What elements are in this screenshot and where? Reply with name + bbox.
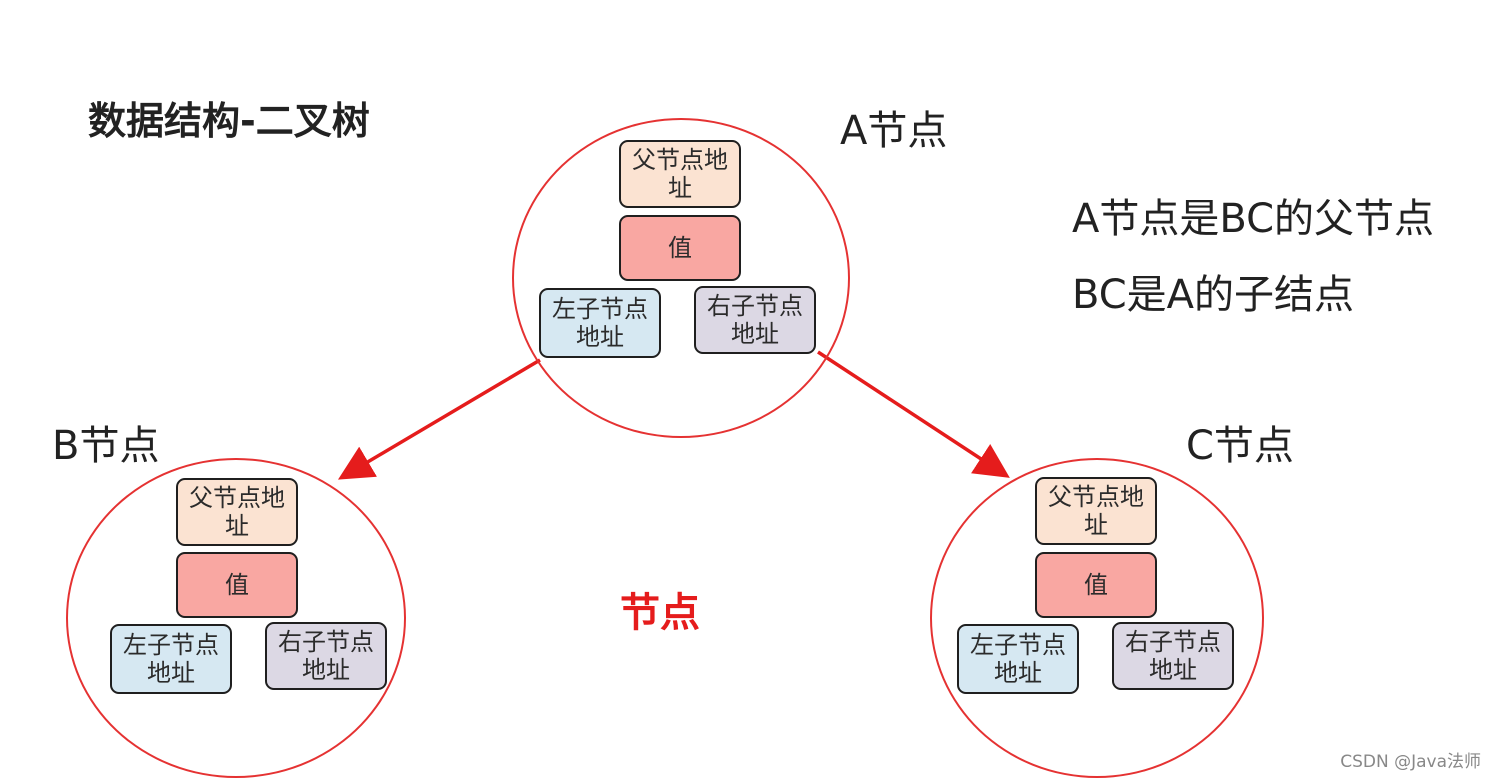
node-b-value: 值 bbox=[176, 552, 298, 618]
edge-a-to-c bbox=[817, 350, 1010, 478]
node-a-parent-address: 父节点地址 bbox=[619, 140, 741, 208]
node-c-circle bbox=[930, 458, 1264, 778]
node-b-left-child-address: 左子节点地址 bbox=[110, 624, 232, 694]
node-c-right-child-address: 右子节点地址 bbox=[1112, 622, 1234, 690]
node-a-right-child-address: 右子节点地址 bbox=[694, 286, 816, 354]
note-parent-relation: A节点是BC的父节点 bbox=[1072, 196, 1435, 242]
node-b-circle bbox=[66, 458, 406, 778]
node-c-left-child-address: 左子节点地址 bbox=[957, 624, 1079, 694]
node-b-label: B节点 bbox=[52, 423, 160, 469]
node-b-right-child-address: 右子节点地址 bbox=[265, 622, 387, 690]
note-child-relation: BC是A的子结点 bbox=[1072, 272, 1355, 318]
edge-a-to-b bbox=[337, 358, 541, 480]
node-a-value: 值 bbox=[619, 215, 741, 281]
node-a-label: A节点 bbox=[840, 108, 948, 154]
node-a-left-child-address: 左子节点地址 bbox=[539, 288, 661, 358]
node-caption: 节点 bbox=[620, 590, 700, 636]
node-c-label: C节点 bbox=[1186, 423, 1294, 469]
node-c-value: 值 bbox=[1035, 552, 1157, 618]
watermark: CSDN @Java法师 bbox=[1340, 752, 1481, 772]
diagram-title: 数据结构-二叉树 bbox=[88, 99, 370, 143]
node-b-parent-address: 父节点地址 bbox=[176, 478, 298, 546]
node-c-parent-address: 父节点地址 bbox=[1035, 477, 1157, 545]
node-a-circle bbox=[512, 118, 850, 438]
